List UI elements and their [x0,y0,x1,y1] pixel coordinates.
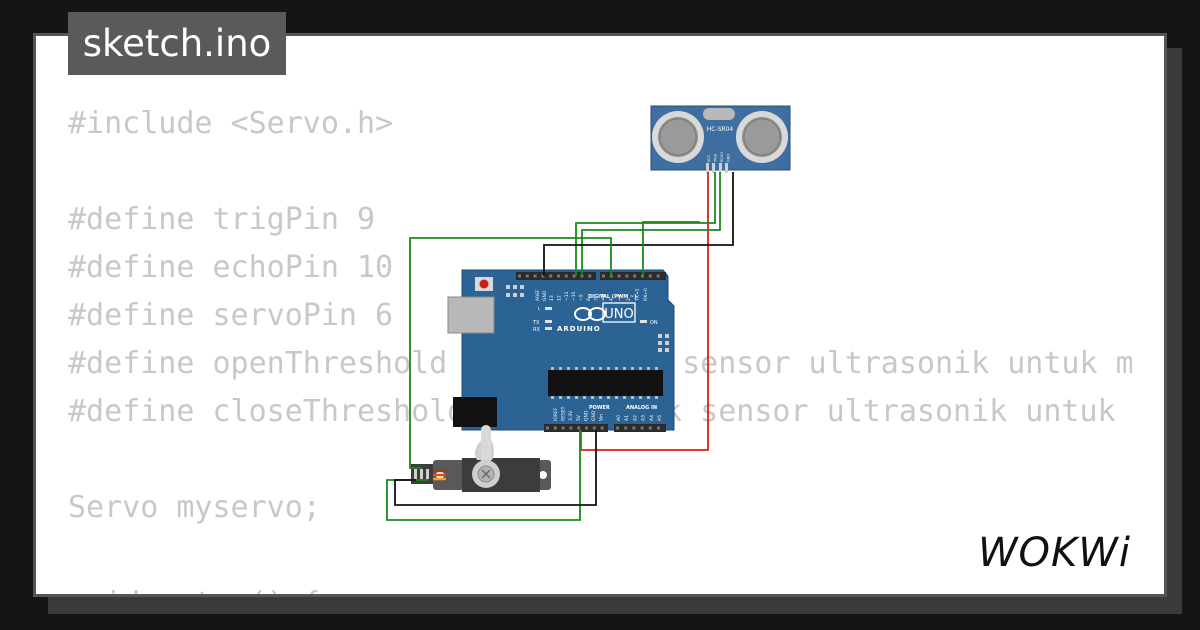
pin-label-digital: 4 [609,298,615,301]
wire-servo-signal [409,237,612,469]
power-jack [453,397,497,427]
pin-label-analog: A2 [632,415,638,421]
pin-label-analog: A3 [641,415,647,421]
code-line: #include <Servo.h> [68,106,394,141]
pin-label-digital: ~6 [601,294,607,301]
pin-label-gnd: GND [542,290,548,301]
label-analog: ANALOG IN [626,405,657,411]
header-digital-left [516,272,596,280]
wokwi-logo-text: WOKWi [978,530,1131,576]
header-analog [614,424,666,432]
code-line: void setup() { [68,584,321,594]
label-rx: RX [533,327,540,333]
wire-sensor-gnd [543,172,734,276]
pin-label-power: GND [583,410,589,421]
usb-port [447,296,495,334]
pin-label-analog: A5 [657,415,663,421]
header-digital-right [600,272,666,280]
atmega-chip [548,370,663,396]
pin-label-analog: A4 [649,415,655,421]
pin-label-digital: 7 [593,298,599,301]
code-line: #define echoPin 10 [68,250,394,285]
sensor-pin-label: ECHO [720,152,724,162]
pin-label-digital: ~10 [571,291,577,301]
code-line: #define servoPin 6 [68,298,394,333]
sensor-pin-label: GND [727,154,731,162]
pin-label-power: GND [591,410,597,421]
pin-label-digital: 8 [586,298,592,301]
wire-echo [581,172,721,276]
sensor-model-label: HC-SR04 [707,126,734,133]
pin-label-aref: AREF [535,289,541,301]
board-model: UNO [604,307,633,322]
label-on: ON [650,320,658,326]
pin-label-digital: TX→1 [634,288,640,302]
pin-label-digital: ~11 [564,291,570,301]
label-digital: DIGITAL (PWM ~) [588,294,636,300]
wire-servo-gnd [394,430,597,506]
pin-label-analog: A1 [624,415,630,421]
sensor-pin-label: VCC [707,154,711,162]
pin-label-digital: RX←0 [643,288,649,301]
pin-label-power: 3.3V [568,410,574,421]
sensor-crystal [703,108,735,120]
wire-extra [642,221,700,276]
label-power: POWER [589,405,610,411]
wokwi-logo: WOKWi [978,530,1131,576]
servo-motor[interactable] [411,425,551,492]
arduino-infinity-logo [574,307,606,321]
pin-label-digital: ~5 [600,294,606,301]
label-l: L [538,306,541,311]
arduino-uno[interactable]: UNO ARDUINO DIGITAL (PWM ~) POWER ANALOG… [447,269,675,432]
code-line: Servo myservo; [68,490,321,525]
header-power [544,424,608,432]
on-led [640,320,647,323]
label-tx: TX [532,320,540,326]
pin-label-digital: 13 [549,295,555,301]
pin-label-digital: 12 [556,295,562,301]
pin-label-digital: ~3 [617,294,623,301]
pin-label-digital: 2 [626,298,632,301]
wire-vcc-5v [580,172,709,451]
code-line: #define trigPin 9 [68,202,376,237]
wire-trig [575,172,716,276]
pin-label-power: Vin [599,414,605,421]
pin-label-digital: ~9 [579,294,585,301]
sensor-pin-label: TRIG [714,153,718,163]
pin-label-analog: A0 [616,415,622,421]
board-brand: ARDUINO [557,325,601,333]
pin-label-power: RESET [561,406,567,421]
file-tab: sketch.ino [68,12,286,75]
pin-label-power: 5V [576,414,582,421]
pin-label-power: IOREF [553,407,559,421]
wires [386,172,734,521]
